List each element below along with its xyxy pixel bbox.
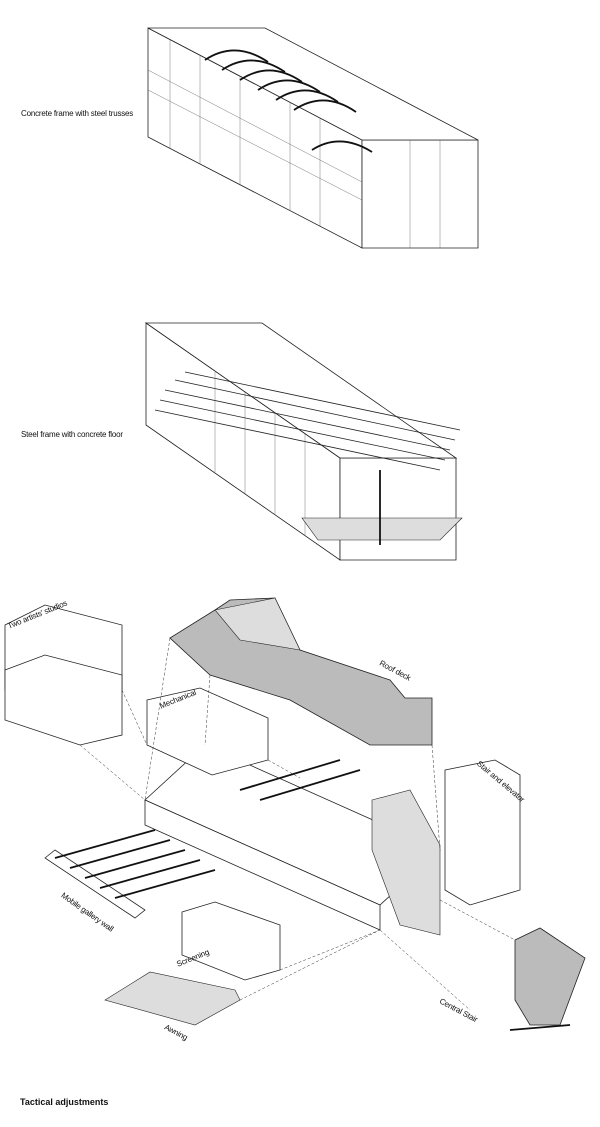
screening-box [181, 901, 281, 981]
awning [104, 971, 241, 1026]
steel-trusses [204, 49, 373, 153]
steel-floor-grid [154, 371, 461, 471]
label-steel-frame: Steel frame with concrete floor [21, 430, 123, 439]
exploded-view [4, 597, 586, 1031]
steel-frame-box [144, 322, 463, 561]
central-stair [514, 927, 586, 1026]
label-tactical-adjustments: Tactical adjustments [20, 1097, 109, 1107]
stair-elevator [444, 759, 521, 906]
gallery-wall [44, 849, 146, 919]
label-concrete-frame: Concrete frame with steel trusses [21, 109, 134, 118]
concrete-frame-box [147, 27, 479, 249]
